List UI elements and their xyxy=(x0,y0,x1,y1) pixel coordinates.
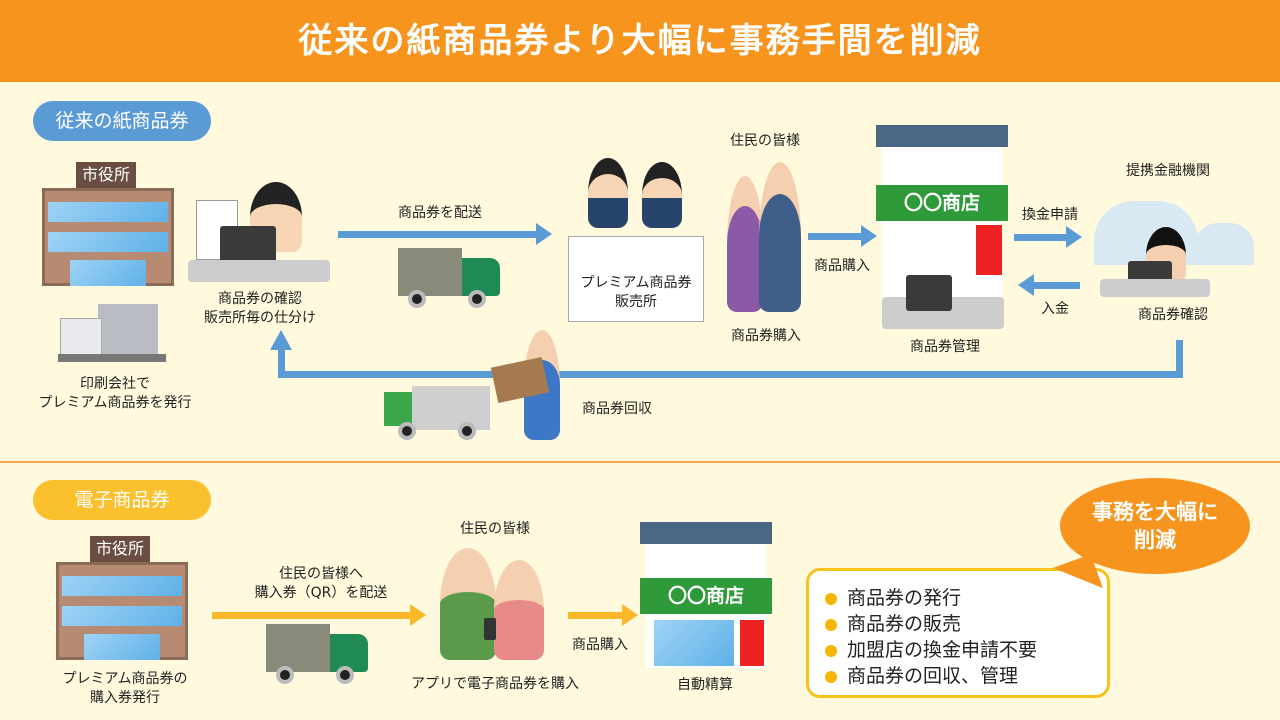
purchase-arrow xyxy=(808,225,877,247)
label-line: 住民の皆様へ xyxy=(279,566,363,582)
bank-label: 提携金融機関 xyxy=(1126,163,1210,179)
electronic-deliver-arrow xyxy=(212,604,426,626)
bank-illustration xyxy=(1094,195,1256,303)
label-line: 購入券発行 xyxy=(90,690,160,706)
benefits-box: 商品券の発行 商品券の販売 加盟店の換金申請不要 商品券の回収、管理 xyxy=(806,568,1110,698)
shop-sign: 〇〇商店 xyxy=(876,185,1008,221)
buy-voucher-label: 商品券購入 xyxy=(731,328,801,344)
app-label: アプリで電子商品券を購入 xyxy=(411,676,579,692)
printing-press-icon xyxy=(58,300,166,362)
city-hall-sign: 市役所 xyxy=(76,162,136,188)
deposit-arrow xyxy=(1018,274,1080,296)
shop-manage-label: 商品券管理 xyxy=(910,339,980,355)
city-hall-sign: 市役所 xyxy=(90,536,150,562)
benefit-item: 商品券の販売 xyxy=(819,611,1097,637)
city-hall-illustration-electronic: 市役所 xyxy=(54,534,189,662)
exchange-label: 換金申請 xyxy=(1022,207,1078,223)
electronic-purchase-label: 商品購入 xyxy=(572,637,628,653)
staff-at-laptop-illustration xyxy=(188,170,330,285)
delivery-truck-icon-electronic xyxy=(266,622,370,688)
shop-illustration: 〇〇商店 xyxy=(876,125,1008,335)
label-line: 印刷会社で xyxy=(80,376,150,392)
electronic-voucher-badge: 電子商品券 xyxy=(33,480,211,520)
page-title: 従来の紙商品券より大幅に事務手間を削減 xyxy=(0,0,1280,82)
benefits-list: 商品券の発行 商品券の販売 加盟店の換金申請不要 商品券の回収、管理 xyxy=(819,585,1097,689)
shop-sign: 〇〇商店 xyxy=(640,578,772,614)
return-arrowhead xyxy=(270,330,292,350)
electronic-purchase-arrow xyxy=(568,604,638,626)
exchange-arrow xyxy=(1014,226,1082,248)
issue-label: プレミアム商品券の 購入券発行 xyxy=(40,670,210,708)
reduction-callout: 事務を大幅に 削減 xyxy=(1060,478,1250,574)
callout-line: 削減 xyxy=(1134,528,1176,552)
sales-booth-label: プレミアム商品券 販売所 xyxy=(566,274,706,312)
label-line: プレミアム商品券を発行 xyxy=(38,395,192,411)
label-line: プレミアム商品券の xyxy=(62,671,188,687)
return-line-horizontal xyxy=(278,371,1183,378)
deposit-label: 入金 xyxy=(1041,301,1069,317)
city-hall-illustration: 市役所 xyxy=(40,160,175,288)
benefit-item: 加盟店の換金申請不要 xyxy=(819,637,1097,663)
sales-booth-illustration xyxy=(568,158,704,323)
bank-check-label: 商品券確認 xyxy=(1138,307,1208,323)
settle-label: 自動精算 xyxy=(677,677,733,693)
residents-with-smartphone-illustration xyxy=(438,548,548,662)
return-line-vertical xyxy=(1176,340,1183,378)
label-line: 販売所毎の仕分け xyxy=(204,310,316,326)
purchase-label: 商品購入 xyxy=(814,258,870,274)
return-line-up xyxy=(278,348,285,378)
callout-line: 事務を大幅に xyxy=(1092,500,1218,524)
label-line: プレミアム商品券 xyxy=(580,275,692,291)
deliver-label: 商品券を配送 xyxy=(398,205,482,221)
label-line: 商品券の確認 xyxy=(218,291,302,307)
residents-label: 住民の皆様 xyxy=(730,133,800,149)
residents-couple-illustration xyxy=(725,160,805,315)
shop-illustration-electronic: 〇〇商店 xyxy=(640,522,772,668)
printing-label: 印刷会社で プレミアム商品券を発行 xyxy=(20,375,210,413)
section-divider xyxy=(0,461,1280,463)
label-line: 販売所 xyxy=(615,294,657,310)
paper-voucher-badge: 従来の紙商品券 xyxy=(33,101,211,141)
collection-illustration xyxy=(384,330,574,445)
electronic-residents-label: 住民の皆様 xyxy=(460,521,530,537)
check-label: 商品券の確認 販売所毎の仕分け xyxy=(185,290,335,328)
benefit-item: 商品券の発行 xyxy=(819,585,1097,611)
collect-label: 商品券回収 xyxy=(582,401,652,417)
benefit-item: 商品券の回収、管理 xyxy=(819,663,1097,689)
electronic-deliver-label: 住民の皆様へ 購入券（QR）を配送 xyxy=(236,565,406,603)
delivery-truck-icon xyxy=(398,246,502,312)
label-line: 購入券（QR）を配送 xyxy=(254,585,388,601)
deliver-arrow xyxy=(338,223,552,245)
